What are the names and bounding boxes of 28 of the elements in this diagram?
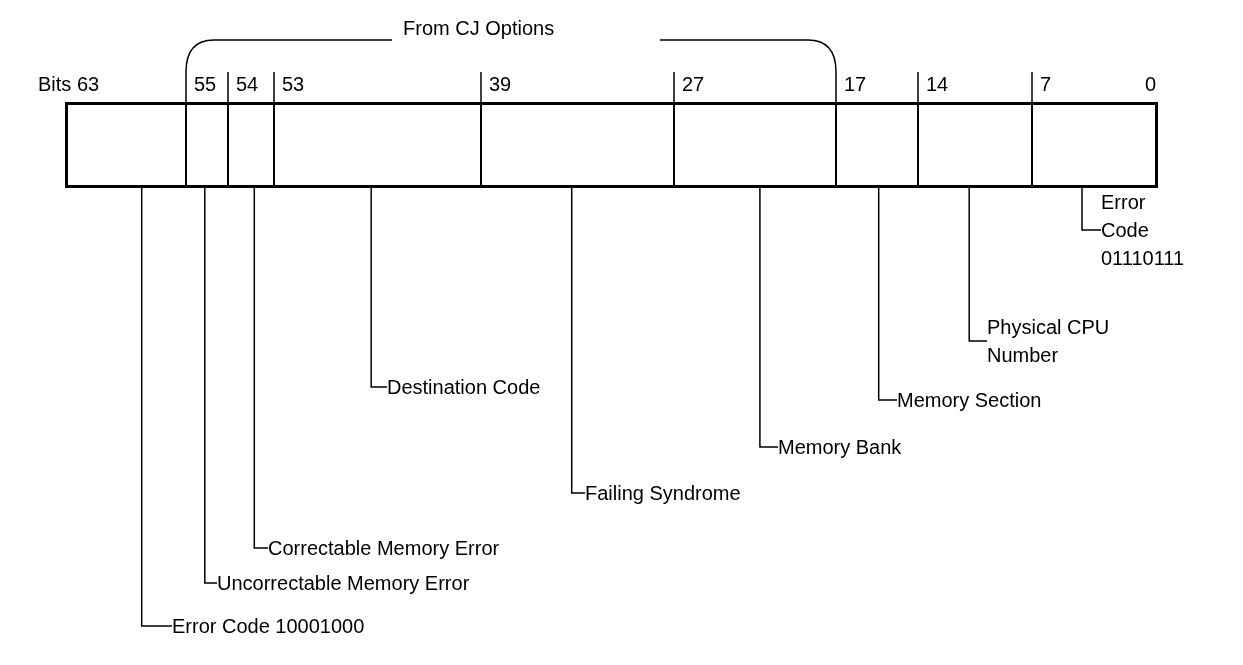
bit-number: 53 xyxy=(282,72,305,96)
bit-number: 55 xyxy=(194,72,217,96)
bit-number: 14 xyxy=(926,72,949,96)
field-label: Uncorrectable Memory Error xyxy=(217,569,537,597)
bit-field xyxy=(185,105,229,185)
bracket-label: From CJ Options xyxy=(403,16,555,40)
bit-field xyxy=(835,105,919,185)
bit-number: 39 xyxy=(489,72,512,96)
field-label: Destination Code xyxy=(387,373,627,401)
bit-number: 7 xyxy=(1040,72,1052,96)
field-label: Failing Syndrome xyxy=(585,479,825,507)
field-label: Correctable Memory Error xyxy=(268,534,568,562)
bit-field xyxy=(227,105,275,185)
bit-field xyxy=(673,105,837,185)
bit-field xyxy=(917,105,1033,185)
field-label: Error Code 10001000 xyxy=(172,612,432,640)
field-label: Physical CPU Number xyxy=(987,313,1127,369)
register-bar xyxy=(65,102,1158,188)
field-label: Memory Bank xyxy=(778,433,1018,461)
bit-number: 54 xyxy=(236,72,259,96)
bit-number: Bits 63 xyxy=(38,72,100,96)
bit-number: 27 xyxy=(682,72,705,96)
bit-field xyxy=(273,105,482,185)
bit-field xyxy=(480,105,675,185)
bit-number: 0 xyxy=(1145,72,1157,96)
field-label: Error Code 01110111 xyxy=(1101,188,1193,272)
bit-number: 17 xyxy=(844,72,867,96)
field-label: Memory Section xyxy=(897,386,1137,414)
